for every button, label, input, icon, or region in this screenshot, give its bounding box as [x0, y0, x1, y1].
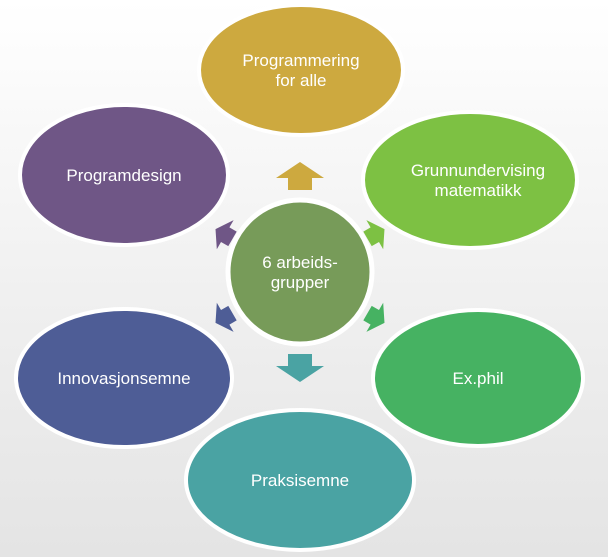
group-label: Programmering [242, 51, 359, 70]
arrow-icon [363, 220, 385, 250]
group-label: Grunnundervising [411, 161, 545, 180]
arrow-icon [276, 354, 324, 382]
arrow-icon [215, 302, 237, 332]
group-label: for alle [275, 71, 326, 90]
group-ellipse [18, 103, 230, 247]
group-node: Innovasjonsemne [14, 307, 234, 449]
group-label: Ex.phil [452, 369, 503, 388]
group-label: Programdesign [66, 166, 181, 185]
arrow-icon [276, 162, 324, 190]
group-ellipse [361, 110, 579, 250]
arrow-icon [215, 220, 237, 250]
group-ellipse [371, 308, 585, 448]
group-label: Praksisemne [251, 471, 349, 490]
group-node: Praksisemne [184, 408, 416, 552]
group-ellipse [14, 307, 234, 449]
center-node: 6 arbeids-grupper [225, 197, 375, 347]
group-ellipse [184, 408, 416, 552]
group-label: Innovasjonsemne [57, 369, 190, 388]
group-label: matematikk [435, 181, 522, 200]
center-circle [225, 197, 375, 347]
group-node: Programdesign [18, 103, 230, 247]
center-label: 6 arbeids- [262, 253, 338, 272]
group-node: Ex.phil [371, 308, 585, 448]
center-label: grupper [271, 273, 330, 292]
group-ellipse [197, 3, 405, 137]
arrow-icon [363, 302, 385, 332]
